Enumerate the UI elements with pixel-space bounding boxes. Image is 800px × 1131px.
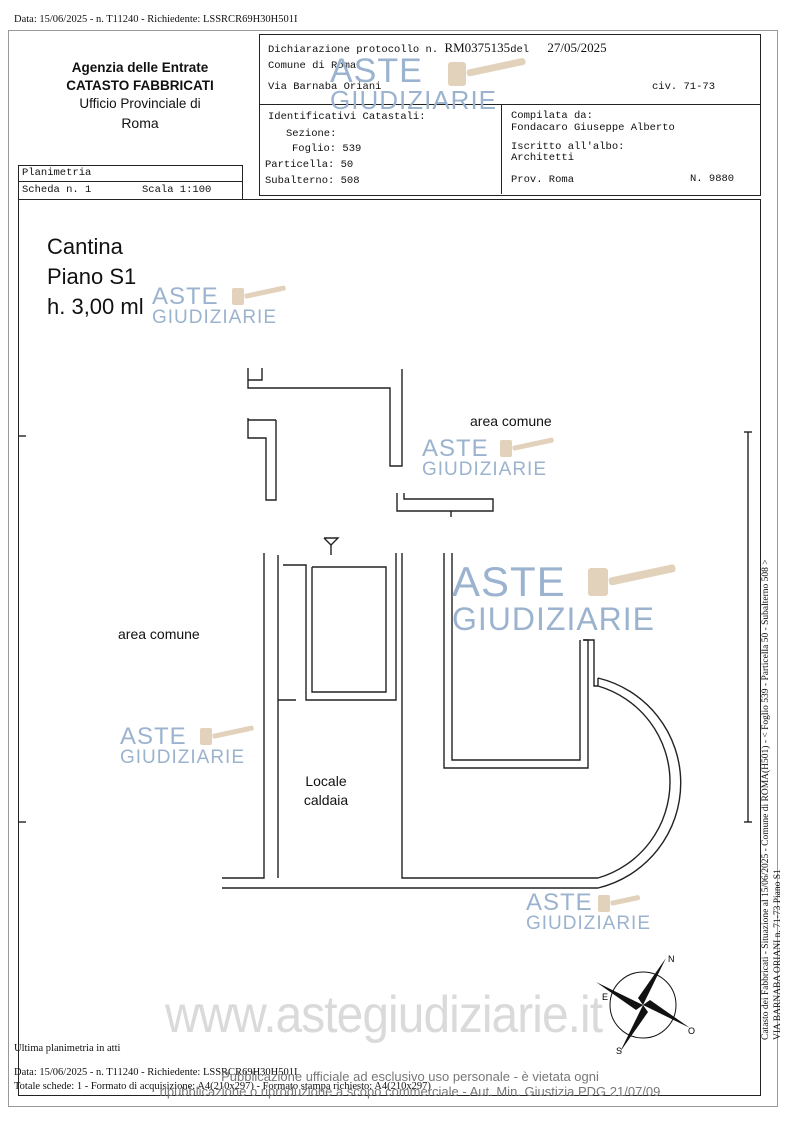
watermark-giudiziarie: GIUDIZIARIE (422, 459, 548, 480)
locale-line: Locale (305, 773, 347, 789)
gavel-icon (232, 285, 286, 305)
subalterno-line: Subalterno: 508 (265, 175, 360, 187)
outer-frame (8, 30, 778, 1107)
wall-segment (396, 493, 494, 512)
compass-n: N (668, 954, 675, 964)
agency-block: Agenzia delle Entrate CATASTO FABBRICATI… (40, 60, 240, 131)
comune-line: Comune di Roma (268, 60, 357, 72)
compass-needle-west (596, 982, 643, 1010)
foglio-line: Foglio: 539 (292, 143, 362, 155)
plan-title-block: Cantina Piano S1 h. 3,00 ml (47, 232, 144, 322)
drawing-frame (18, 199, 761, 1096)
protocol-date: 27/05/2025 (547, 40, 607, 55)
footer-totale-line: Totale schede: 1 - Formato di acquisizio… (14, 1081, 431, 1092)
website-watermark: www.astegiudiziarie.it (165, 986, 603, 1044)
area-comune-left-label: area comune (118, 626, 200, 642)
compiler-label: Compilata da: (511, 110, 593, 122)
compass-s: S (616, 1046, 622, 1056)
compass-e: E (602, 992, 608, 1002)
header-frame (259, 34, 761, 196)
watermark-logo: ASTE GIUDIZIARIE (422, 435, 548, 480)
header-column-divider (501, 105, 502, 194)
door-marker (323, 537, 340, 546)
wall-segment (247, 418, 277, 501)
compiler-name: Fondacaro Giuseppe Alberto (511, 122, 675, 134)
disclaimer-line2: ripubblicazione o riproduzione a scopo c… (159, 1084, 661, 1099)
compass-circle (609, 971, 677, 1039)
address-line: Via Barnaba Oriani (268, 81, 382, 93)
scala-label: Scala 1:100 (142, 184, 212, 196)
ultima-planimetria: Ultima planimetria in atti (14, 1043, 121, 1054)
watermark-logo: ASTE GIUDIZIARIE (120, 723, 246, 768)
watermark-logo: ASTE GIUDIZIARIE (330, 52, 498, 115)
compass-needle-south (620, 1005, 648, 1052)
albo-label: Iscritto all'albo: (511, 141, 625, 153)
wall-curve (597, 685, 671, 879)
watermark-aste: ASTE (120, 723, 187, 750)
gavel-icon (200, 725, 254, 745)
watermark-aste: ASTE (152, 283, 219, 310)
footer-request-line: Data: 15/06/2025 - n. T11240 - Richieden… (14, 1067, 298, 1078)
locale-caldaia-label: Locale caldaia (296, 772, 356, 810)
identifiers-label: Identificativi Catastali: (268, 111, 426, 123)
protocol-label: Dichiarazione protocollo n. (268, 44, 439, 56)
civ-line: civ. 71-73 (652, 81, 716, 93)
compass-needle-north (638, 958, 666, 1005)
gavel-icon (500, 437, 554, 457)
wall-segment (247, 368, 403, 467)
sezione-line: Sezione: (286, 128, 337, 140)
watermark-giudiziarie: GIUDIZIARIE (526, 913, 652, 934)
watermark-aste: ASTE (526, 889, 593, 916)
ufficio-provinciale: Ufficio Provinciale di (79, 96, 201, 111)
height-label: h. 3,00 ml (47, 294, 144, 319)
watermark-aste: ASTE (452, 558, 566, 605)
planimetria-title: Planimetria (22, 167, 92, 179)
particella-line: Particella: 50 (265, 159, 354, 171)
gavel-icon (588, 564, 676, 596)
albo-number: N. 9880 (690, 173, 735, 185)
agency-name: Agenzia delle Entrate (71, 60, 209, 75)
area-comune-top-label: area comune (470, 413, 552, 429)
protocol-number: RM0375135 (444, 40, 511, 55)
wall-segment (222, 553, 265, 879)
albo-value: Architetti (511, 152, 575, 164)
compass-o: O (688, 1026, 695, 1036)
watermark-giudiziarie: GIUDIZIARIE (152, 307, 278, 328)
header-divider (259, 104, 760, 105)
disclaimer-line1: Pubblicazione ufficiale ad esclusivo uso… (221, 1069, 599, 1084)
top-request-line: Data: 15/06/2025 - n. T11240 - Richieden… (14, 14, 298, 25)
catasto-fabbricati: CATASTO FABBRICATI (66, 78, 214, 93)
piano-label: Piano S1 (47, 264, 137, 289)
prov-line: Prov. Roma (511, 174, 575, 186)
wall-segment (451, 553, 581, 761)
wall-segment (584, 639, 598, 687)
watermark-giudiziarie: GIUDIZIARIE (330, 85, 498, 115)
caldaia-line: caldaia (303, 792, 349, 808)
watermark-logo: ASTE GIUDIZIARIE (452, 558, 656, 637)
scheda-label: Scheda n. 1 (22, 184, 92, 196)
watermark-giudiziarie: GIUDIZIARIE (452, 601, 656, 637)
del-label: del (510, 44, 530, 56)
protocol-line: Dichiarazione protocollo n. RM0375135del… (268, 40, 607, 56)
wall-curve-outer (403, 677, 682, 889)
planimetria-divider (18, 181, 242, 182)
watermark-aste: ASTE (422, 435, 489, 462)
wall-segment (283, 553, 397, 701)
wall-segment (248, 368, 263, 381)
watermark-aste: ASTE (330, 52, 423, 90)
watermark-logo: ASTE GIUDIZIARIE (526, 889, 652, 934)
watermark-giudiziarie: GIUDIZIARIE (120, 747, 246, 768)
ufficio-city: Roma (121, 115, 159, 131)
compass-rose: N E O S (596, 954, 695, 1056)
cantina-label: Cantina (47, 234, 123, 259)
wall-segment (311, 566, 387, 693)
compass-needle-east (643, 1000, 690, 1028)
gavel-icon (598, 895, 641, 912)
gavel-icon (448, 58, 526, 86)
watermark-logo: ASTE GIUDIZIARIE (152, 283, 278, 328)
wall-segment (401, 553, 598, 879)
publication-disclaimer: Pubblicazione ufficiale ad esclusivo uso… (150, 1069, 670, 1099)
